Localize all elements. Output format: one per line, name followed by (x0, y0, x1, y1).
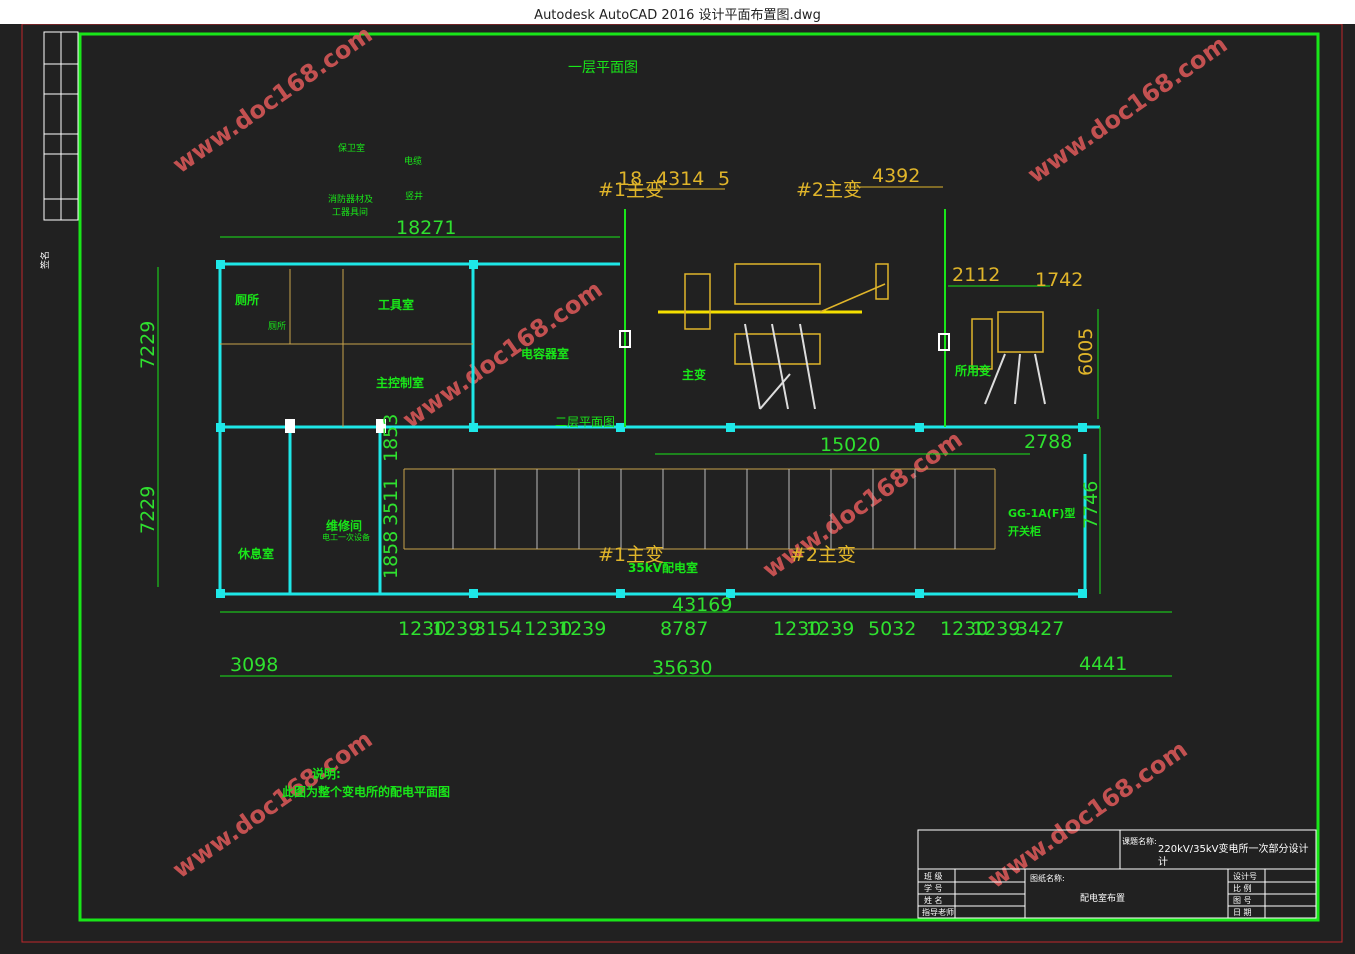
cable-label: 电缆 (404, 155, 422, 167)
dim-4314: 4314 (656, 168, 704, 190)
switchgear-label: 开关柜 (1008, 524, 1041, 538)
dim-1239-c: 1239 (806, 618, 854, 640)
watermark-6: www.doc168.com (982, 735, 1192, 894)
advisor-label: 指导老师 (922, 907, 954, 917)
name-label: 姓 名 (924, 895, 943, 905)
watermark-5: www.doc168.com (167, 725, 377, 884)
t1-label: #1主变 (598, 179, 664, 201)
dim-1742: 1742 (1035, 269, 1083, 291)
main-transformer-bushings (744, 323, 816, 410)
dim-7229-lower: 7229 (137, 486, 159, 534)
side-strip (43, 31, 79, 221)
transformer-yard (619, 209, 950, 427)
dim-4441: 4441 (1079, 653, 1127, 675)
dim-1230-b: 1230 (524, 618, 572, 640)
dim-7229-upper: 7229 (137, 321, 159, 369)
watermark-1: www.doc168.com (167, 24, 377, 179)
fire-tools-label-2: 工器具间 (332, 206, 368, 218)
dim-15020: 15020 (820, 434, 880, 456)
drawing-label: 图纸名称: (1030, 873, 1065, 883)
dim-3511: 3511 (380, 478, 402, 526)
station-transformer-drawing (971, 311, 1044, 370)
dim-1239-d: 1239 (972, 618, 1020, 640)
dim-3427: 3427 (1016, 618, 1064, 640)
watermark-group: www.doc168.com www.doc168.com www.doc168… (167, 24, 1232, 894)
student-no-label: 学 号 (924, 883, 943, 893)
project-name: 220kV/35kV变电所一次部分设计 (1158, 842, 1308, 855)
floor2-title: 二层平面图 (555, 415, 615, 429)
dim-1853: 1853 (380, 414, 402, 462)
door-marker-2 (376, 419, 386, 433)
title-block (917, 829, 1317, 919)
repair-note: 电工一次设备 (322, 532, 370, 542)
capacitor-room-label: 电容器室 (521, 346, 569, 361)
station-transformer-bushings (984, 353, 1046, 405)
dim-1230-d: 1230 (940, 618, 988, 640)
dim-2112: 2112 (952, 264, 1000, 286)
rest-room-label: 休息室 (237, 546, 274, 561)
dimension-lines (157, 236, 1172, 677)
door-marker-1 (285, 419, 295, 433)
main-transformer-drawing (658, 263, 889, 365)
floor1-title: 一层平面图 (568, 60, 638, 76)
notes-heading: 说明: (312, 766, 341, 781)
switchgear-cabinets (452, 469, 956, 549)
kv35-room-label: 35kV配电室 (628, 560, 698, 575)
dimension-lines-yellow (625, 186, 943, 190)
dim-5: 5 (718, 168, 730, 190)
project-name-2: 计 (1158, 855, 1168, 868)
window-title: Autodesk AutoCAD 2016 设计平面布置图.dwg (534, 8, 821, 23)
date-label: 日 期 (1233, 908, 1252, 917)
dim-8787: 8787 (660, 618, 708, 640)
scale-label: 比 例 (1233, 883, 1252, 893)
building-walls (218, 262, 1100, 596)
class-label: 班 级 (924, 871, 943, 881)
drawing-border (78, 32, 1320, 922)
notes-body: 此图为整个变电所的配电平面图 (282, 784, 450, 799)
shaft-label: 竖井 (405, 190, 423, 202)
sheet-label: 图 号 (1233, 896, 1252, 905)
dim-6005: 6005 (1075, 328, 1097, 376)
dim-1230-c: 1230 (773, 618, 821, 640)
t1-bottom-label: #1主变 (598, 544, 664, 566)
watermark-3: www.doc168.com (397, 275, 607, 434)
side-strip-label: 签名 (39, 251, 51, 269)
dim-43169: 43169 (672, 594, 732, 616)
guard-room-label: 保卫室 (338, 142, 365, 154)
dim-18: 18 (618, 168, 642, 190)
main-transformer-label: 主变 (682, 367, 706, 382)
station-transformer-label: 所用变 (955, 363, 991, 378)
fire-tools-label: 消防器材及 (328, 193, 373, 205)
project-label: 课题名称: (1122, 836, 1157, 846)
designer-label: 设计号 (1233, 871, 1257, 881)
switchgear-model-label: GG-1A(F)型 (1008, 506, 1075, 520)
dim-5032: 5032 (868, 618, 916, 640)
title-bar: Autodesk AutoCAD 2016 设计平面布置图.dwg (0, 0, 1355, 25)
t2-label: #2主变 (796, 179, 862, 201)
dim-7746: 7746 (1080, 481, 1102, 529)
dim-1239-b: 1239 (558, 618, 606, 640)
dim-1858: 1858 (380, 531, 402, 579)
outer-frame (21, 24, 1343, 943)
drawing-svg: 签名 www.doc168.com www.doc168.com www.doc… (21, 24, 1343, 943)
main-control-label: 主控制室 (376, 375, 424, 390)
watermark-2: www.doc168.com (1022, 30, 1232, 189)
dim-2788: 2788 (1024, 431, 1072, 453)
dim-35630: 35630 (652, 657, 712, 679)
dim-1239-a: 1239 (432, 618, 480, 640)
toilet-label: 厕所 (235, 292, 259, 307)
toilet-small-label: 厕所 (268, 321, 286, 332)
t2-bottom-label: #2主变 (790, 544, 856, 566)
columns (216, 260, 1087, 598)
repair-room-label: 维修间 (326, 518, 362, 533)
dim-3098: 3098 (230, 654, 278, 676)
dim-3154: 3154 (474, 618, 522, 640)
dim-1230-a: 1230 (398, 618, 446, 640)
tool-room-label: 工具室 (378, 297, 414, 312)
room-divisions (220, 269, 996, 550)
drawing-canvas[interactable]: 签名 www.doc168.com www.doc168.com www.doc… (0, 24, 1355, 954)
dim-18271: 18271 (396, 217, 456, 239)
dim-4392: 4392 (872, 165, 920, 187)
drawing-name: 配电室布置 (1080, 892, 1125, 904)
